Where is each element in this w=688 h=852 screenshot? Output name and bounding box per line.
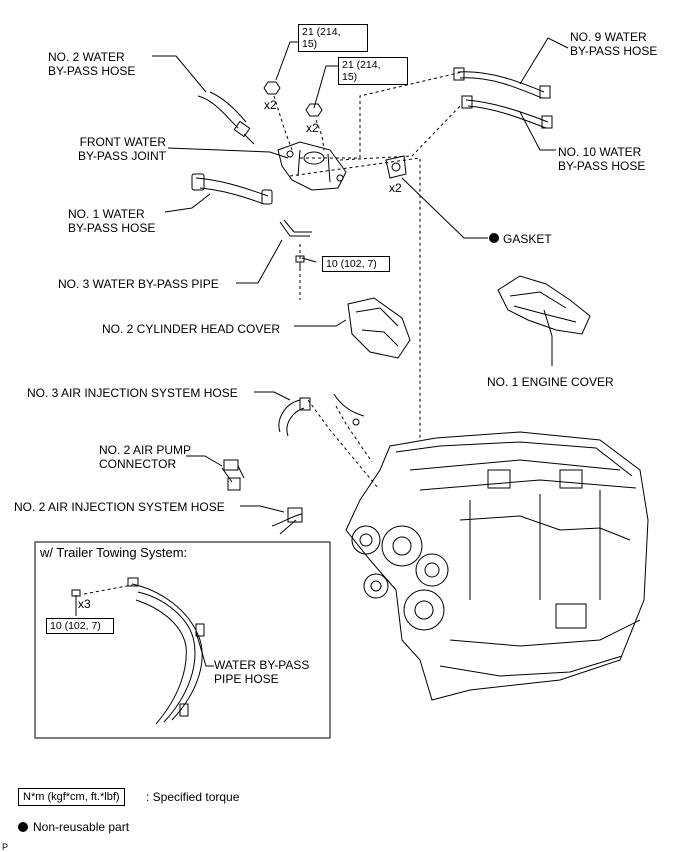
leader-pipe — [236, 239, 283, 284]
nut-left-part — [263, 81, 281, 95]
no9-hose-part — [453, 67, 551, 99]
label-water-bypass-pipe-hose: WATER BY-PASS PIPE HOSE — [214, 658, 310, 686]
no3-air-hose-part — [278, 393, 365, 437]
label-no1-water-bypass-hose: NO. 1 WATER BY-PASS HOSE — [68, 207, 156, 235]
dash-no10 — [339, 103, 463, 161]
inset-title: w/ Trailer Towing System: — [40, 545, 188, 560]
torque-bolt-pipe: 10 (102, 7) — [322, 256, 390, 272]
leader-cyl-cover — [294, 319, 347, 327]
qty-nut-left: x2 — [264, 98, 277, 112]
leader-pipe-hose — [195, 631, 214, 667]
leader-no1-hose — [164, 193, 211, 213]
qty-gasket: x2 — [389, 181, 402, 195]
leader-torque-nut-left — [275, 41, 298, 81]
leader-no10-hose — [519, 111, 556, 151]
label-no10-water-bypass-hose: NO. 10 WATER BY-PASS HOSE — [558, 145, 646, 173]
gasket-nonreusable-marker — [489, 233, 499, 243]
engine-block — [345, 431, 649, 701]
front-joint-part — [277, 141, 347, 191]
leader-no2-hose — [152, 55, 207, 93]
label-front-water-bypass-joint: FRONT WATER BY-PASS JOINT — [77, 135, 166, 163]
dash-air-hose — [307, 399, 379, 489]
inset-frame — [34, 541, 331, 739]
leader-joint — [167, 147, 289, 159]
torque-nut-right: 21 (214, 15) — [338, 57, 408, 85]
qty-nut-right: x2 — [306, 121, 319, 135]
torque-bolt-inset: 10 (102, 7) — [46, 618, 114, 634]
gasket-part — [385, 155, 407, 179]
leader-connector — [186, 455, 223, 467]
inset-bolt-part — [71, 589, 81, 597]
leader-air-hose2 — [240, 505, 285, 513]
footer-code: P — [2, 842, 9, 852]
label-no2-water-bypass-hose: NO. 2 WATER BY-PASS HOSE — [48, 50, 136, 78]
no2-air-pump-connector-part — [221, 459, 245, 491]
label-no2-air-injection-hose: NO. 2 AIR INJECTION SYSTEM HOSE — [14, 500, 225, 514]
legend-nonreusable-marker — [18, 822, 28, 832]
bolt-pipe-part — [295, 255, 305, 268]
no2-water-bypass-hose-part — [197, 91, 255, 145]
torque-nut-left: 21 (214, 15) — [298, 24, 368, 52]
leader-torque-nut-right — [313, 65, 338, 109]
dash-air-hose3 — [335, 405, 373, 463]
leader-gasket — [401, 177, 488, 239]
nut-right-part — [305, 103, 323, 117]
inset-pipe-hose-part — [127, 577, 205, 725]
label-no2-cylinder-head-cover: NO. 2 CYLINDER HEAD COVER — [102, 322, 281, 336]
qty-bolt-inset: x3 — [78, 597, 91, 611]
dash-nut-left — [273, 95, 293, 151]
label-no3-water-bypass-pipe: NO. 3 WATER BY-PASS PIPE — [58, 277, 219, 291]
label-gasket: GASKET — [503, 232, 552, 246]
label-no1-engine-cover: NO. 1 ENGINE COVER — [487, 375, 614, 389]
no3-water-bypass-pipe-part — [279, 219, 312, 237]
legend-torque-text: : Specified torque — [146, 790, 240, 804]
no1-engine-cover-part — [497, 275, 591, 335]
no1-water-bypass-hose-part — [191, 173, 273, 205]
no10-hose-part — [461, 95, 553, 129]
leader-air-hose3 — [254, 391, 291, 401]
dash-inset — [83, 584, 133, 595]
no2-cylinder-head-cover-part — [347, 297, 411, 359]
label-no9-water-bypass-hose: NO. 9 WATER BY-PASS HOSE — [570, 30, 658, 58]
legend-nonreusable-text: Non-reusable part — [33, 820, 130, 834]
label-no2-air-pump-connector: NO. 2 AIR PUMP CONNECTOR — [99, 443, 192, 471]
no2-air-hose-part — [271, 507, 303, 535]
dash-no9 — [300, 71, 463, 159]
leader-engine-cover — [543, 309, 553, 366]
legend-torque-box: N*m (kgf*cm, ft.*lbf) — [18, 788, 125, 806]
dash-nut-right — [315, 119, 325, 151]
leader-no9-hose — [519, 37, 569, 85]
label-no3-air-injection-hose: NO. 3 AIR INJECTION SYSTEM HOSE — [27, 386, 238, 400]
dash-gasket — [289, 157, 421, 440]
